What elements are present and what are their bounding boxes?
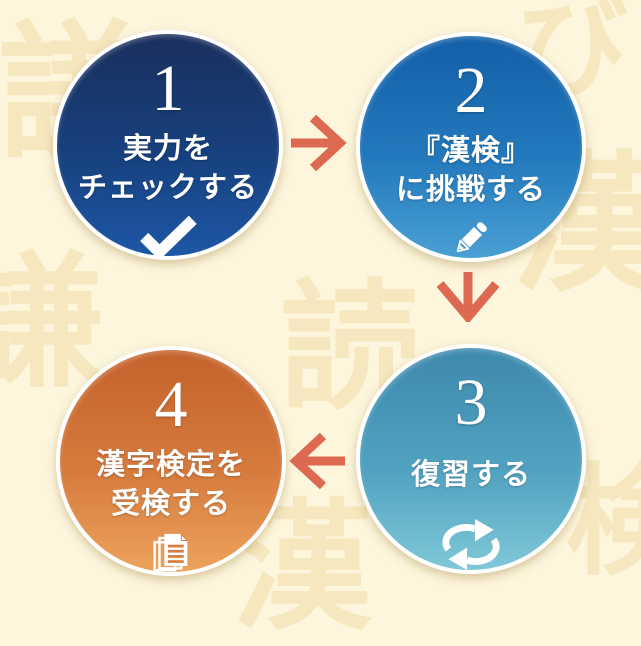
step-2-label: 『漢検』 に挑戦する: [396, 132, 546, 210]
step-4-label-line2: 受検する: [110, 488, 231, 520]
step-3-label-line1: 復習する: [410, 459, 531, 491]
step-2-number: 2: [454, 54, 488, 127]
step-4-circle: 4 漢字検定を 受検する: [56, 346, 286, 576]
watermark-kanji: 謙: [0, 241, 104, 404]
step-2-circle: 2 『漢検』 に挑戦する: [356, 32, 586, 262]
arrow-down-icon: [437, 272, 499, 322]
step-2-label-line1: 『漢検』: [410, 135, 531, 167]
documents-icon: [153, 533, 189, 572]
step-3-number: 3: [454, 366, 488, 439]
step-1-label: 実力を チェックする: [78, 130, 258, 208]
arrow-left-icon: [289, 432, 345, 490]
step-1-number: 1: [151, 52, 185, 125]
step-1-circle: 1 実力を チェックする: [53, 30, 283, 260]
step-4-label: 漢字検定を 受検する: [96, 446, 246, 524]
arrow-right-icon: [291, 114, 347, 172]
step-1-label-line2: チェックする: [77, 172, 258, 204]
step-2-label-line2: に挑戦する: [395, 174, 546, 206]
check-icon: [140, 216, 197, 256]
step-3-label: 復習する: [411, 456, 531, 495]
step-1-label-line1: 実力を: [122, 133, 213, 165]
step-4-number: 4: [154, 368, 188, 441]
step-3-circle: 3 復習する: [356, 344, 586, 574]
pencil-icon: [456, 222, 487, 253]
repeat-icon: [442, 519, 500, 570]
step-4-label-line1: 漢字検定を: [95, 449, 246, 481]
